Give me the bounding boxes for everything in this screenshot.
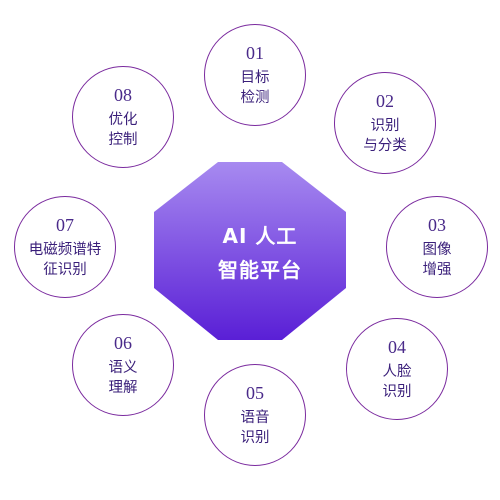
node-label-line1: 语音 — [240, 410, 270, 426]
node-label-line1: 识别 — [370, 118, 400, 134]
node-02: 02 识别 与分类 — [334, 72, 436, 174]
node-07: 07 电磁频谱特 征识别 — [14, 196, 116, 298]
node-label-line1: 图像 — [422, 242, 452, 258]
node-label-line2: 理解 — [108, 380, 138, 396]
node-06: 06 语义 理解 — [72, 314, 174, 416]
node-label-line2: 检测 — [240, 90, 270, 106]
node-label-line1: 电磁频谱特 — [28, 242, 102, 258]
node-label-line2: 增强 — [422, 262, 452, 278]
node-label-line2: 与分类 — [363, 138, 407, 154]
node-01: 01 目标 检测 — [204, 24, 306, 126]
node-number: 07 — [56, 215, 74, 235]
node-05: 05 语音 识别 — [204, 364, 306, 466]
node-label-line2: 征识别 — [43, 262, 87, 278]
node-label-line2: 控制 — [108, 132, 138, 148]
node-label-line2: 识别 — [240, 430, 270, 446]
node-number: 08 — [114, 85, 132, 105]
node-number: 03 — [428, 215, 446, 235]
hub-title-line2: 智能平台 — [218, 258, 302, 282]
node-number: 05 — [246, 383, 264, 403]
hub-title-line1: AI 人工 — [222, 224, 298, 248]
node-number: 06 — [114, 333, 132, 353]
node-label-line2: 识别 — [382, 384, 412, 400]
node-label-line1: 人脸 — [382, 364, 412, 380]
node-label-line1: 目标 — [240, 70, 270, 86]
node-number: 02 — [376, 91, 394, 111]
node-number: 04 — [388, 337, 406, 357]
node-04: 04 人脸 识别 — [346, 318, 448, 420]
node-label-line1: 优化 — [108, 112, 138, 128]
node-label-line1: 语义 — [108, 360, 138, 376]
node-08: 08 优化 控制 — [72, 66, 174, 168]
node-number: 01 — [246, 43, 264, 63]
node-03: 03 图像 增强 — [386, 196, 488, 298]
